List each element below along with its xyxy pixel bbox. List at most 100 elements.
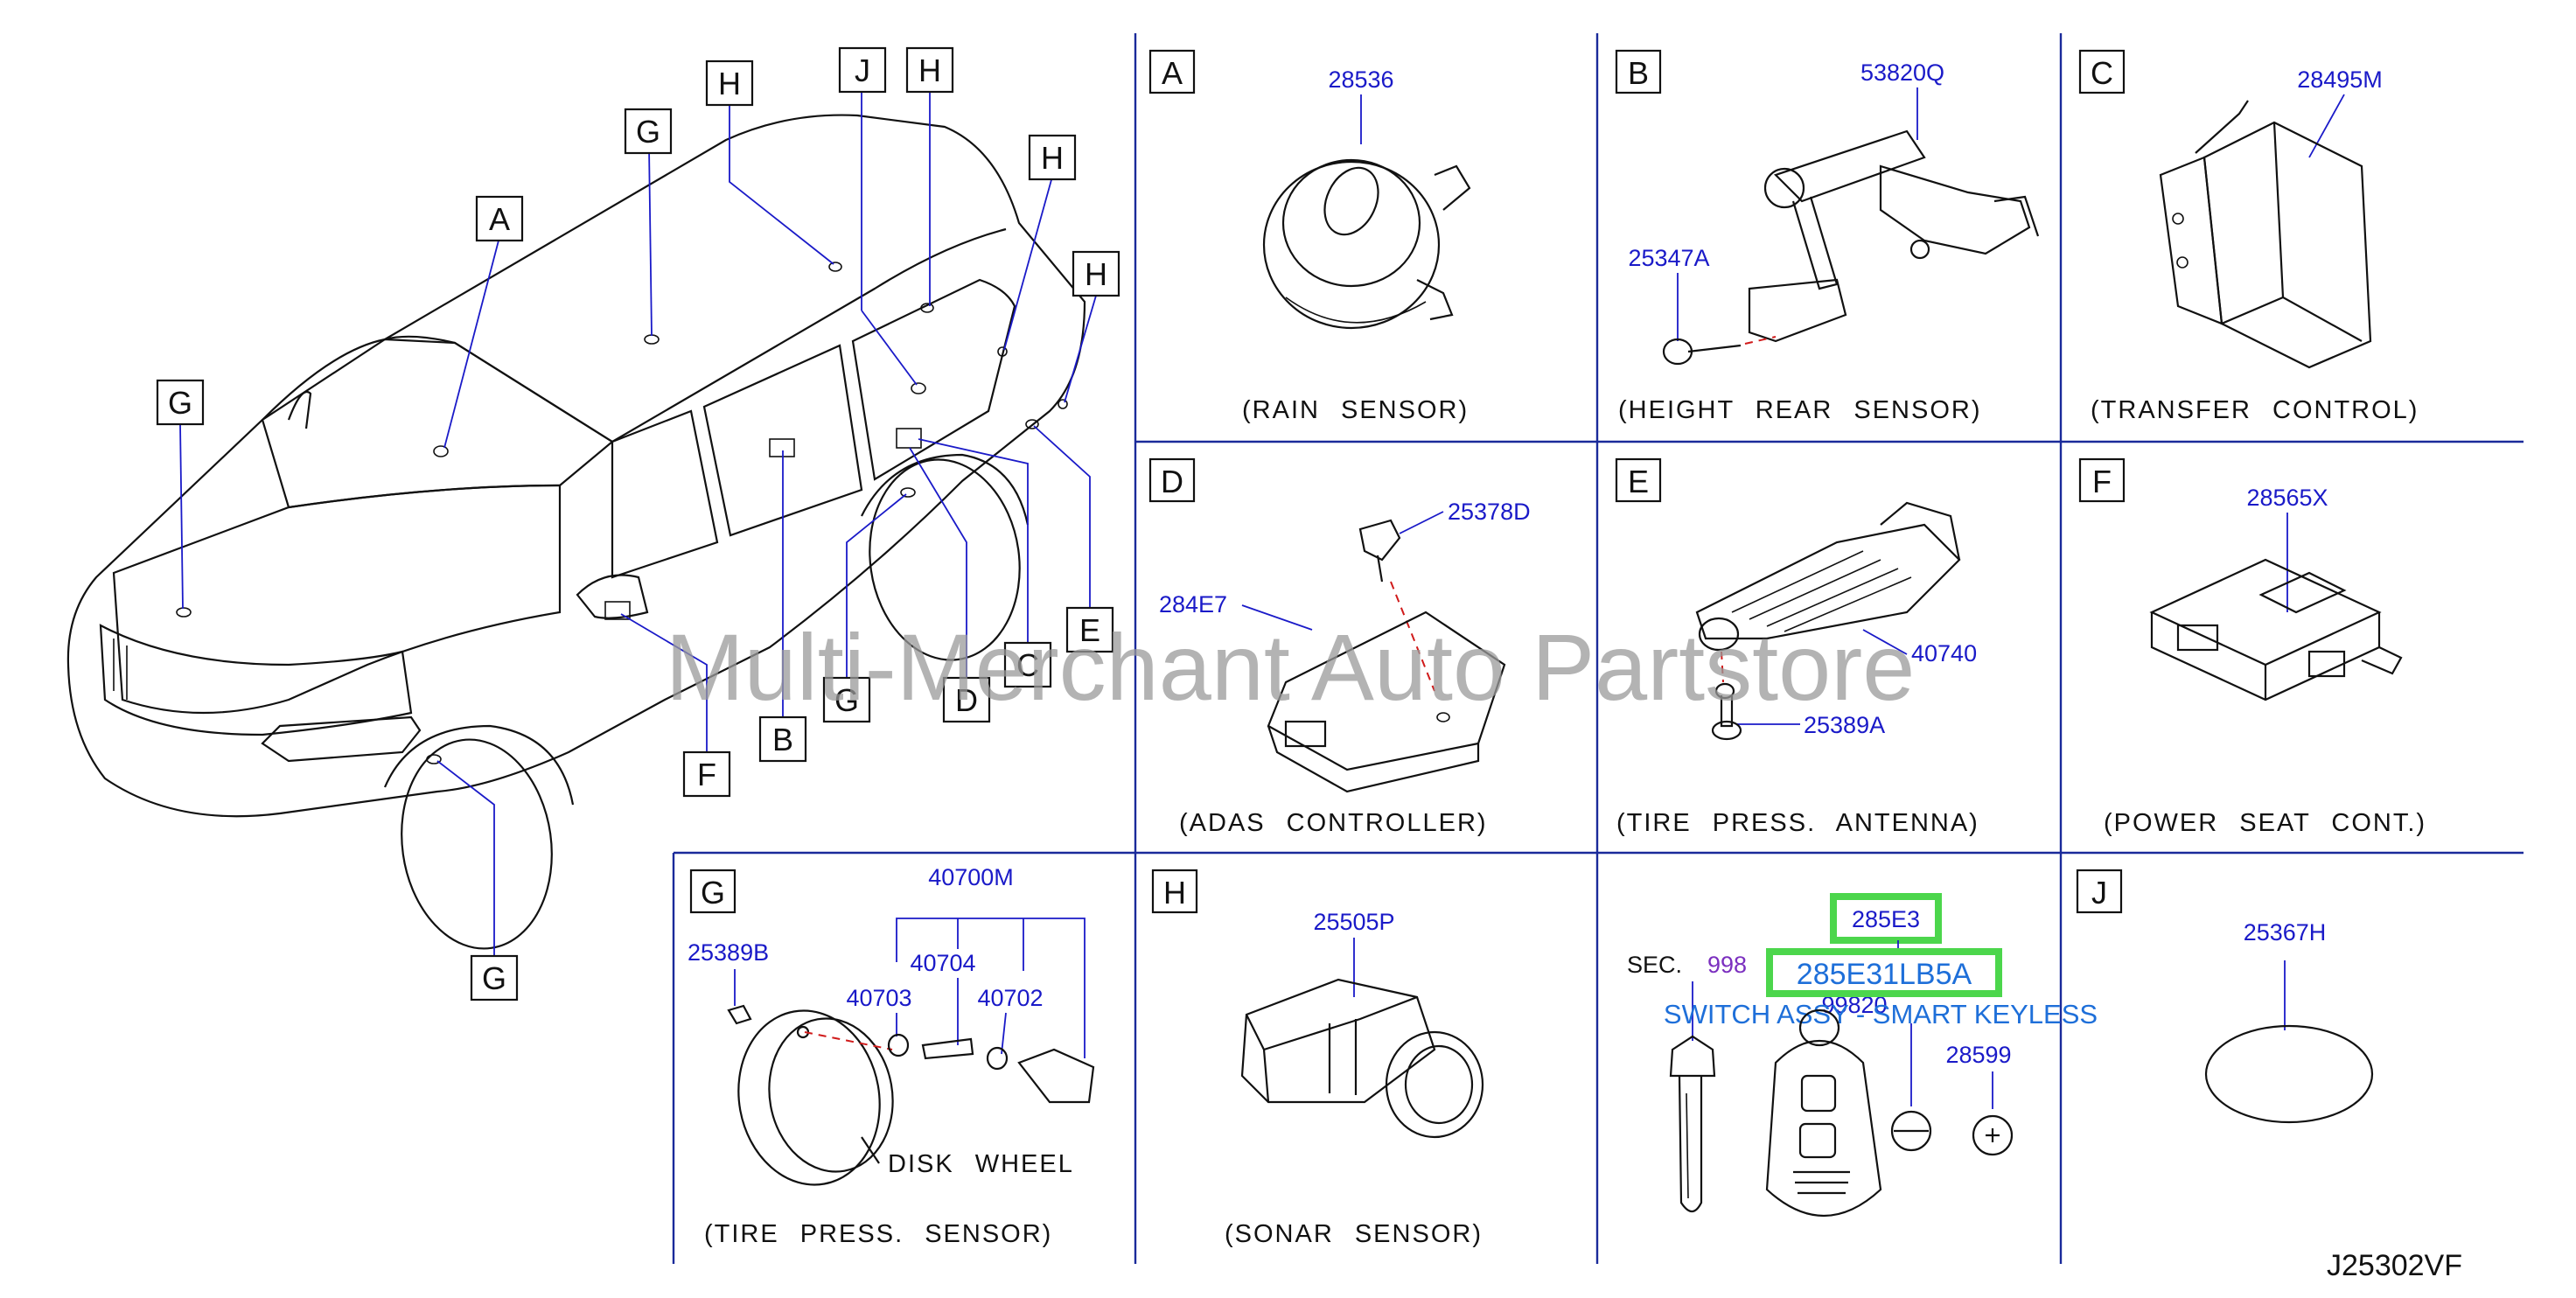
sonar-sensor-drawing <box>1240 978 1484 1139</box>
watermark: Multi-Merchant Auto Partstore <box>666 614 1916 720</box>
highlight-box-285e3 <box>1830 893 1942 944</box>
svg-text:(TIRE PRESS. ANTENNA): (TIRE PRESS. ANTENNA) <box>1616 809 1979 837</box>
svg-text:F: F <box>2092 464 2112 499</box>
callout-c: C <box>1003 641 1052 688</box>
svg-text:53820Q: 53820Q <box>1860 59 1944 86</box>
panel-j: J 25367H <box>2076 869 2374 1124</box>
svg-text:H: H <box>1163 875 1186 911</box>
svg-text:C: C <box>1016 647 1039 683</box>
power-seat-drawing <box>2149 558 2403 701</box>
panel-a-rain-sensor: A 28536 (RAIN SENSOR) <box>1148 49 1471 424</box>
svg-text:(SONAR SENSOR): (SONAR SENSOR) <box>1225 1220 1483 1248</box>
panel-c-transfer-control: C 28495M (TRANSFER CONTROL) <box>2078 49 2419 424</box>
svg-text:40703: 40703 <box>846 985 911 1011</box>
callout-f: F <box>682 750 731 798</box>
svg-text:28565X: 28565X <box>2246 485 2328 511</box>
svg-text:D: D <box>1161 464 1183 499</box>
svg-text:40702: 40702 <box>977 985 1043 1011</box>
panel-h-sonar-sensor: H 25505P (SONAR SENSOR) <box>1151 869 1484 1248</box>
svg-text:G: G <box>482 960 506 996</box>
svg-text:H: H <box>718 66 741 101</box>
sec-number: 998 <box>1707 952 1747 978</box>
callout-j: J <box>838 46 887 94</box>
callout-g-1: G <box>624 108 673 155</box>
svg-text:A: A <box>1162 55 1183 91</box>
svg-text:H: H <box>1041 140 1064 176</box>
svg-text:G: G <box>636 114 660 150</box>
svg-text:B: B <box>772 722 793 757</box>
highlight-part-number: 285E31LB5A <box>1797 958 1972 991</box>
svg-text:(TRANSFER CONTROL): (TRANSFER CONTROL) <box>2091 396 2419 424</box>
panel-smart-keyless: SEC. 998 285E3 99820 285E31LB5A SWITCH A… <box>1627 893 2098 1217</box>
svg-text:J: J <box>855 52 870 88</box>
tire-sensor-drawing <box>727 1004 1095 1186</box>
svg-text:(ADAS CONTROLLER): (ADAS CONTROLLER) <box>1179 809 1488 837</box>
svg-text:40704: 40704 <box>910 950 975 976</box>
svg-text:G: G <box>701 875 725 911</box>
svg-text:E: E <box>1628 464 1649 499</box>
svg-text:40740: 40740 <box>1911 640 1977 666</box>
height-sensor-drawing <box>1662 129 2040 366</box>
vehicle-overview: H J H G H A H G E C G D B F G <box>66 46 1120 1001</box>
svg-text:G: G <box>834 682 859 718</box>
panel-grid <box>672 33 2524 1264</box>
svg-text:285E3: 285E3 <box>1852 906 1920 932</box>
callout-h-1: H <box>705 59 754 107</box>
svg-text:(TIRE PRESS. SENSOR): (TIRE PRESS. SENSOR) <box>704 1220 1052 1248</box>
svg-text:25347A: 25347A <box>1628 245 1709 271</box>
svg-text:B: B <box>1628 55 1649 91</box>
diagram-code: J25302VF <box>2327 1249 2462 1282</box>
panel-e-tire-press-antenna: E 40740 25389A (TIRE PRESS. ANTENNA) <box>1615 457 1979 837</box>
callout-g-3: G <box>822 676 871 723</box>
transfer-control-drawing <box>2159 100 2372 369</box>
callout-h-3: H <box>1028 134 1077 181</box>
svg-text:J: J <box>2091 875 2107 911</box>
svg-text:28495M: 28495M <box>2297 66 2383 93</box>
tire-antenna-drawing <box>1695 501 1961 741</box>
svg-text:H: H <box>918 52 941 88</box>
svg-text:(RAIN SENSOR): (RAIN SENSOR) <box>1242 396 1469 424</box>
callout-h-2: H <box>905 46 954 94</box>
svg-text:G: G <box>168 385 192 421</box>
svg-text:25389B: 25389B <box>688 939 769 966</box>
svg-text:C: C <box>2091 55 2113 91</box>
svg-text:25367H: 25367H <box>2244 919 2327 946</box>
vehicle-leader-lines <box>179 92 1097 962</box>
panel-f-power-seat-cont: F 28565X (POWER SEAT CONT.) <box>2078 457 2426 837</box>
svg-text:F: F <box>697 757 716 792</box>
callout-a: A <box>475 195 524 242</box>
svg-text:D: D <box>955 682 978 718</box>
svg-text:284E7: 284E7 <box>1159 591 1227 618</box>
svg-text:A: A <box>489 201 510 237</box>
smart-key-drawing <box>1669 1008 2014 1217</box>
svg-text:28599: 28599 <box>1945 1042 2011 1068</box>
callout-g-4: G <box>470 954 519 1001</box>
rain-sensor-drawing <box>1262 158 1471 330</box>
callout-h-4: H <box>1072 250 1120 297</box>
panel-g-tire-press-sensor: G 40700M 25389B 40704 40703 40702 DISK W… <box>688 864 1095 1248</box>
vehicle-callout-boxes: H J H G H A H G E C G D B F G <box>156 46 1120 1001</box>
callout-g-2: G <box>156 379 205 426</box>
panel-b-height-rear-sensor: B 53820Q 25347A (HEIGHT REAR SENSOR) <box>1615 49 2040 424</box>
svg-text:E: E <box>1079 612 1100 648</box>
callout-e: E <box>1065 606 1114 653</box>
svg-text:40700M: 40700M <box>928 864 1014 890</box>
sec-label: SEC. <box>1627 952 1682 978</box>
callout-d: D <box>942 676 991 723</box>
svg-text:25389A: 25389A <box>1804 712 1885 738</box>
highlight-box-285e31lb5a <box>1766 948 2002 997</box>
highlight-description: SWITCH ASSY - SMART KEYLESS <box>1664 999 2098 1029</box>
svg-text:25378D: 25378D <box>1448 499 1531 525</box>
svg-text:H: H <box>1085 256 1107 292</box>
suv-body-outline <box>66 114 1086 950</box>
svg-text:28536: 28536 <box>1328 66 1393 93</box>
callout-b: B <box>758 715 807 763</box>
svg-text:(HEIGHT REAR SENSOR): (HEIGHT REAR SENSOR) <box>1618 396 1982 424</box>
panel-d-adas-controller: D 25378D 284E7 (ADAS CONTROLLER) <box>1148 457 1531 837</box>
emblem-drawing <box>2204 1024 2374 1124</box>
adas-controller-drawing <box>1267 519 1506 793</box>
svg-text:25505P: 25505P <box>1313 909 1394 935</box>
svg-text:(POWER SEAT CONT.): (POWER SEAT CONT.) <box>2104 809 2426 837</box>
svg-text:DISK WHEEL: DISK WHEEL <box>888 1150 1074 1178</box>
